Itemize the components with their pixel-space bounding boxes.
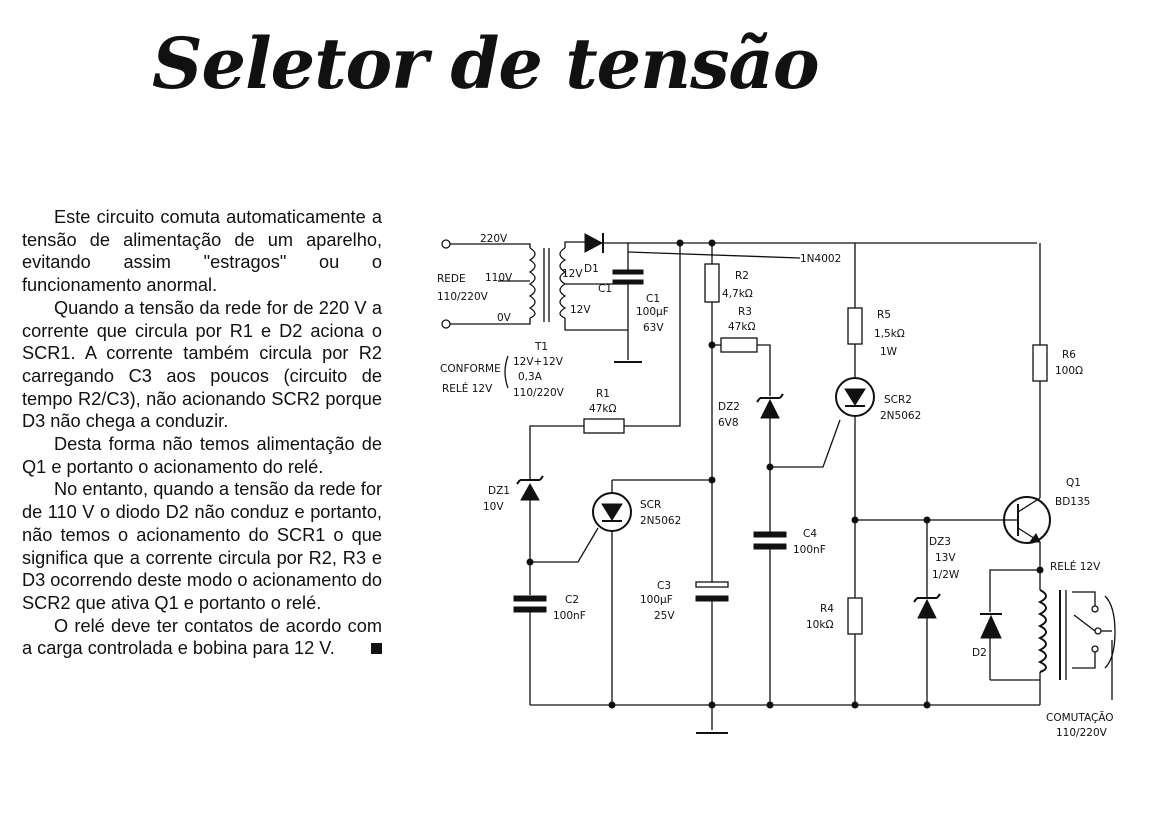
label-c4-val: 100nF [793, 544, 826, 556]
zener-dz3 [913, 520, 941, 705]
label-r2-val: 4,7kΩ [722, 288, 753, 300]
label-r2: R2 [735, 270, 749, 282]
label-r1-val: 47kΩ [589, 403, 616, 415]
input-terminals [441, 239, 531, 329]
label-q1: Q1 [1066, 477, 1081, 489]
label-110v: 110V [485, 272, 513, 284]
relay-contacts [1072, 591, 1116, 700]
resistor-r1 [583, 418, 625, 434]
label-c1: C1 [646, 293, 660, 305]
label-q1-part: BD135 [1055, 496, 1090, 508]
label-1n4002: 1N4002 [800, 253, 841, 265]
capacitor-c4 [753, 531, 787, 705]
label-r6: R6 [1062, 349, 1076, 361]
label-r5-w: 1W [880, 346, 898, 358]
label-comutacao-v: 110/220V [1056, 727, 1108, 739]
label-dz2: DZ2 [718, 401, 740, 413]
label-c3-val: 100µF [640, 594, 673, 606]
resistor-r4 [847, 597, 863, 635]
article-paragraph: No entanto, quando a tensão da rede for … [22, 479, 382, 613]
diode-d1 [584, 233, 604, 253]
label-scr2-part: 2N5062 [880, 410, 921, 422]
label-rede-range: 110/220V [437, 291, 489, 303]
label-t1: T1 [534, 341, 548, 353]
label-rele-12v-note: RELÉ 12V [442, 382, 493, 395]
resistor-r5 [847, 307, 863, 345]
article-body: Este circuito comuta automaticamente a t… [22, 206, 382, 660]
label-0v: 0V [497, 312, 512, 324]
label-c2: C2 [565, 594, 579, 606]
article-paragraph-text: O relé deve ter contatos de acordo com a… [22, 615, 382, 659]
zener-dz1 [516, 475, 544, 595]
label-dz2-val: 6V8 [718, 417, 739, 429]
label-rele: RELÉ 12V [1050, 560, 1101, 573]
label-r3-val: 47kΩ [728, 321, 755, 333]
label-c1-val: 100µF [636, 306, 669, 318]
capacitor-c3 [695, 581, 729, 734]
label-r4: R4 [820, 603, 834, 615]
zener-dz2 [756, 393, 784, 532]
label-c4: C4 [803, 528, 817, 540]
label-dz3: DZ3 [929, 536, 951, 548]
label-c2-val: 100nF [553, 610, 586, 622]
label-c1-volt: 63V [643, 322, 664, 334]
scr2 [835, 377, 875, 598]
label-r6-val: 100Ω [1055, 365, 1083, 377]
label-r5: R5 [877, 309, 891, 321]
resistor-r3 [720, 337, 758, 353]
label-conforme: CONFORME [440, 363, 501, 375]
label-t1-spec1: 12V+12V [513, 356, 564, 368]
diode-d2 [980, 613, 1002, 680]
label-d2: D2 [972, 647, 987, 659]
label-r1: R1 [596, 388, 610, 400]
label-dz1: DZ1 [488, 485, 510, 497]
label-scr1: SCR [640, 499, 661, 511]
resistor-r6 [1032, 344, 1048, 382]
transistor-q1 [1003, 496, 1051, 544]
label-d1: D1 [584, 263, 599, 275]
label-r3: R3 [738, 306, 752, 318]
relay-coil [1037, 570, 1067, 705]
article-paragraph: O relé deve ter contatos de acordo com a… [22, 615, 382, 660]
label-r5-val: 1,5kΩ [874, 328, 905, 340]
transformer-t1 [528, 247, 567, 322]
resistor-r2 [704, 263, 720, 303]
label-comutacao: COMUTAÇÃO [1046, 711, 1114, 724]
brace [504, 355, 509, 389]
label-c3: C3 [657, 580, 671, 592]
article-paragraph: Este circuito comuta automaticamente a t… [22, 207, 382, 296]
label-dz3-w: 1/2W [932, 569, 960, 581]
label-r4-val: 10kΩ [806, 619, 833, 631]
label-220v: 220V [480, 233, 508, 245]
article-paragraph: Desta forma não temos alimentação de Q1 … [22, 434, 382, 477]
label-dz3-val: 13V [935, 552, 956, 564]
page-title: Seletor de tensão [152, 22, 820, 105]
label-dz1-val: 10V [483, 501, 504, 513]
capacitor-c2 [513, 595, 547, 705]
label-rede: REDE [437, 273, 466, 285]
capacitor-c1 [612, 243, 644, 363]
label-sec-bot: 12V [570, 304, 591, 316]
label-sec-top: 12V [562, 268, 583, 280]
label-t1-spec2: 0,3A [518, 371, 543, 383]
label-scr1-part: 2N5062 [640, 515, 681, 527]
label-t1-spec3: 110/220V [513, 387, 565, 399]
article-paragraph: Quando a tensão da rede for de 220 V a c… [22, 297, 382, 432]
label-scr2: SCR2 [884, 394, 912, 406]
scr1 [592, 479, 712, 705]
label-c1-mark: C1 [598, 283, 612, 295]
label-c3-volt: 25V [654, 610, 675, 622]
end-mark-icon [371, 643, 382, 655]
